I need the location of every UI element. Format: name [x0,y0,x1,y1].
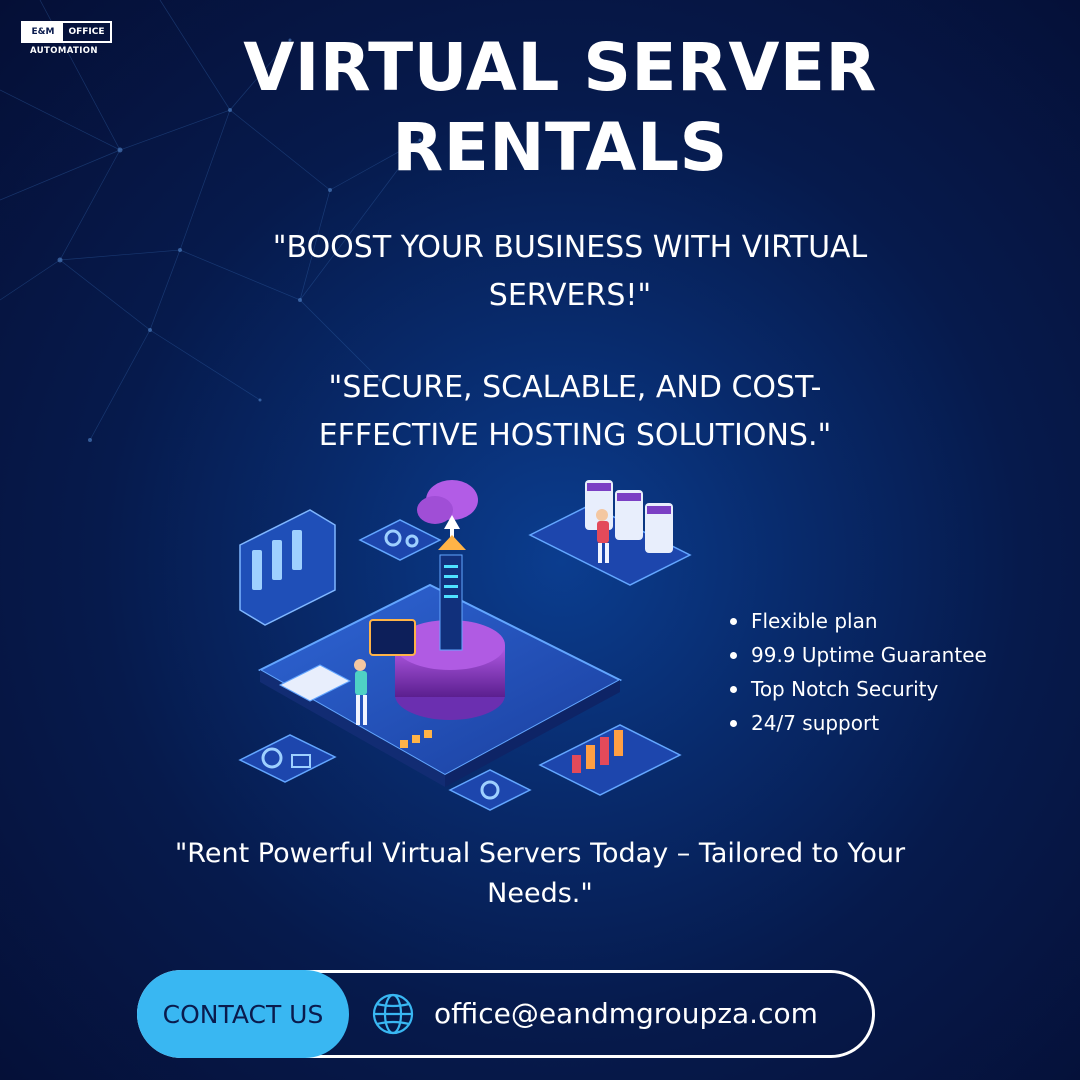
contact-us-button[interactable]: CONTACT US [137,970,349,1058]
gear-panel-bottom [448,769,532,811]
email-link[interactable]: office@eandmgroupza.com [434,997,818,1030]
logo-box: E&M OFFICE [21,21,112,43]
network-background [0,0,422,442]
contact-bar: CONTACT US office@eandmgroupza.com [137,970,875,1058]
server-rack-left [239,509,336,626]
person-left [354,659,367,725]
title-line-2: RENTALS [392,109,728,186]
globe-icon [372,993,414,1035]
server-platform-right [528,504,692,586]
tagline-boost: "BOOST YOUR BUSINESS WITH VIRTUAL SERVER… [272,230,868,313]
monitor-panel [369,619,416,656]
title-line-1: VIRTUAL SERVER [243,29,877,106]
logo-subtitle: AUTOMATION [30,46,98,56]
page-title: VIRTUAL SERVER RENTALS [0,28,1080,188]
list-item: 99.9 Uptime Guarantee [729,638,987,672]
tagline-secure: "SECURE, SCALABLE, AND COST-EFFECTIVE HO… [318,370,832,453]
keyboard-panel [278,664,352,702]
list-item: Flexible plan [729,604,987,638]
central-tower [395,480,505,720]
feature-list: Flexible plan 99.9 Uptime Guarantee Top … [729,604,987,740]
bottom-tagline: "Rent Powerful Virtual Servers Today – T… [174,838,906,909]
list-item: Top Notch Security [729,672,987,706]
server-illustration [238,480,692,811]
email-panel [238,734,337,783]
logo-right-text: OFFICE [68,27,105,37]
bar-chart-panel [538,724,682,796]
list-item: 24/7 support [729,706,987,740]
logo-left-text: E&M [23,23,63,41]
person-right [596,509,609,563]
brand-logo: E&M OFFICE AUTOMATION [21,21,112,56]
